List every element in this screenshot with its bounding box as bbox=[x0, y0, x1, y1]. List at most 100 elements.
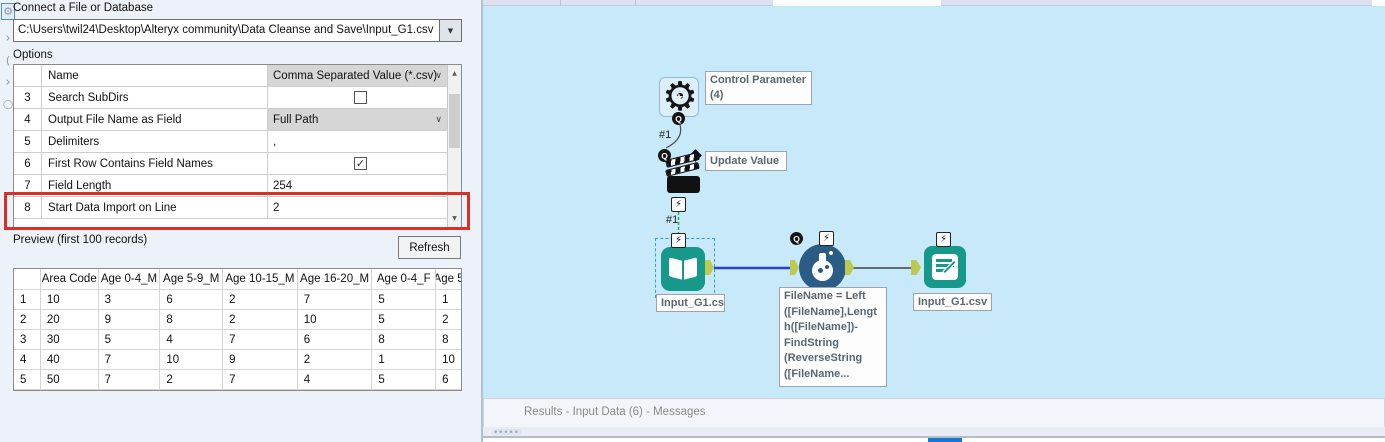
preview-cell: 5 bbox=[372, 290, 437, 309]
tab-divider bbox=[560, 0, 561, 6]
control-parameter-annotation[interactable]: Control Parameter (4) bbox=[705, 71, 812, 105]
workflow-tab-strip[interactable] bbox=[483, 0, 1385, 6]
preview-cell: 8 bbox=[372, 330, 437, 349]
panel-divider[interactable] bbox=[481, 0, 483, 442]
option-row-field-length[interactable]: 7 Field Length 254 bbox=[14, 175, 448, 197]
star-icon: ★ bbox=[674, 91, 684, 104]
output-anchor[interactable] bbox=[705, 260, 714, 275]
preview-cell: 9 bbox=[99, 310, 161, 329]
option-row-search-subdirs[interactable]: 3 Search SubDirs bbox=[14, 87, 448, 109]
preview-cell: 7 bbox=[298, 290, 373, 309]
preview-cell: 9 bbox=[223, 350, 298, 369]
preview-table: Area Code Age 0-4_M Age 5-9_M Age 10-15_… bbox=[13, 268, 462, 391]
option-row-number: 7 bbox=[14, 175, 42, 196]
results-panel-header[interactable]: Results - Input Data (6) - Messages bbox=[483, 398, 1385, 427]
preview-cell: 2 bbox=[223, 290, 298, 309]
q-anchor-icon[interactable]: Q bbox=[790, 232, 803, 245]
preview-cell: 6 bbox=[442, 373, 449, 386]
results-toolbar-blue-item[interactable] bbox=[928, 438, 962, 442]
lightning-anchor-icon[interactable]: ⚡ bbox=[671, 233, 686, 248]
preview-header-row: Area Code Age 0-4_M Age 5-9_M Age 10-15_… bbox=[14, 269, 461, 290]
tab-divider bbox=[635, 0, 636, 6]
file-format-dropdown[interactable]: Comma Separated Value (*.csv) ∨ bbox=[268, 65, 448, 86]
tab-segment[interactable] bbox=[1372, 0, 1385, 6]
preview-cell: 7 bbox=[99, 350, 161, 369]
q-anchor-icon[interactable]: Q bbox=[672, 112, 685, 125]
preview-header-cell: Age 0-4_F bbox=[372, 269, 437, 289]
check-icon: ✓ bbox=[355, 157, 366, 170]
preview-cell: 8 bbox=[160, 310, 224, 329]
preview-cell: 3 bbox=[14, 330, 41, 349]
preview-cell: 40 bbox=[41, 350, 99, 369]
preview-cell: 2 bbox=[14, 310, 41, 329]
connection-number-label: #1 bbox=[666, 214, 679, 226]
panel-circle-icon[interactable]: ◯ bbox=[2, 99, 14, 110]
output-data-tool[interactable] bbox=[924, 246, 966, 288]
active-tab-segment[interactable] bbox=[773, 0, 941, 6]
output-filename-dropdown[interactable]: Full Path ∨ bbox=[268, 109, 448, 130]
panel-chevron-icon[interactable]: › bbox=[5, 31, 11, 46]
preview-cell: 5 bbox=[372, 370, 437, 389]
preview-cell: 10 bbox=[41, 290, 99, 309]
option-name: Start Data Import on Line bbox=[42, 197, 268, 218]
input-anchor[interactable] bbox=[911, 260, 921, 275]
preview-header-cell: Age 16-20_M bbox=[298, 269, 373, 289]
option-row-start-import-line[interactable]: 8 Start Data Import on Line 2 bbox=[14, 197, 448, 219]
preview-cell: 6 bbox=[160, 290, 224, 309]
preview-label: Preview (first 100 records) bbox=[13, 234, 148, 246]
preview-cell: 1 bbox=[372, 350, 437, 369]
lightning-anchor-icon[interactable]: ⚡ bbox=[671, 197, 686, 212]
control-parameter-tool[interactable]: ⚙ ★ bbox=[659, 74, 699, 120]
preview-cell: 2 bbox=[442, 313, 449, 326]
lightning-anchor-icon[interactable]: ⚡ bbox=[936, 232, 951, 247]
scrollbar-thumb[interactable] bbox=[449, 94, 460, 148]
preview-cell: 1 bbox=[442, 293, 449, 306]
option-name: First Row Contains Field Names bbox=[42, 153, 268, 174]
option-row-name[interactable]: Name Comma Separated Value (*.csv) ∨ bbox=[14, 65, 448, 87]
chevron-down-icon: ∨ bbox=[435, 70, 442, 81]
file-path-dropdown-button[interactable]: ▼ bbox=[439, 19, 462, 42]
scroll-up-icon[interactable]: ▲ bbox=[452, 69, 457, 77]
input-data-tool[interactable] bbox=[661, 247, 705, 291]
workflow-canvas[interactable] bbox=[483, 0, 1385, 398]
preview-header-cell: Age 5 bbox=[436, 273, 461, 285]
preview-cell: 10 bbox=[298, 310, 373, 329]
search-subdirs-checkbox[interactable] bbox=[354, 91, 367, 104]
preview-cell: 5 bbox=[99, 330, 161, 349]
update-value-tool[interactable] bbox=[665, 149, 704, 195]
refresh-button[interactable]: Refresh bbox=[398, 236, 461, 259]
q-anchor-icon[interactable]: Q bbox=[658, 149, 671, 162]
formula-tool[interactable] bbox=[799, 244, 846, 291]
option-name: Field Length bbox=[42, 175, 268, 196]
panel-chevron-icon[interactable]: › bbox=[5, 75, 11, 90]
preview-cell: 10 bbox=[160, 350, 224, 369]
option-row-first-row-names[interactable]: 6 First Row Contains Field Names ✓ bbox=[14, 153, 448, 175]
input-tool-annotation[interactable]: Input_G1.csv bbox=[656, 294, 725, 312]
preview-row: 3 30 5 4 7 6 8 8 bbox=[14, 330, 461, 350]
output-anchor[interactable] bbox=[845, 260, 854, 275]
preview-row: 2 20 9 8 2 10 5 2 bbox=[14, 310, 461, 330]
scroll-down-icon[interactable]: ▼ bbox=[452, 214, 457, 222]
option-row-output-filename[interactable]: 4 Output File Name as Field Full Path ∨ bbox=[14, 109, 448, 131]
delimiters-value[interactable]: , bbox=[273, 135, 277, 148]
open-book-icon bbox=[669, 257, 682, 280]
input-anchor[interactable] bbox=[790, 260, 799, 275]
preview-cell: 7 bbox=[223, 330, 298, 349]
first-row-names-checkbox[interactable]: ✓ bbox=[354, 157, 367, 170]
field-length-value[interactable]: 254 bbox=[273, 179, 293, 192]
drag-handle[interactable]: ••••• bbox=[492, 427, 522, 436]
option-row-number: 8 bbox=[14, 197, 42, 218]
preview-cell: 5 bbox=[14, 370, 41, 389]
results-substrip bbox=[483, 427, 1385, 436]
preview-row: 1 10 3 6 2 7 5 1 bbox=[14, 290, 461, 310]
option-row-delimiters[interactable]: 5 Delimiters , bbox=[14, 131, 448, 153]
panel-arc-icon[interactable]: ( bbox=[5, 54, 11, 67]
configuration-gear-icon[interactable]: ⚙ bbox=[1, 3, 15, 20]
file-path-input[interactable]: C:\Users\twil24\Desktop\Alteryx communit… bbox=[13, 19, 440, 42]
lightning-anchor-icon[interactable]: ⚡ bbox=[819, 231, 834, 246]
formula-annotation[interactable]: FileName = Left ([FileName],Lengt h([Fil… bbox=[779, 287, 887, 387]
update-value-annotation[interactable]: Update Value bbox=[705, 151, 787, 171]
options-scrollbar[interactable]: ▲ ▼ bbox=[447, 65, 461, 228]
output-tool-annotation[interactable]: Input_G1.csv bbox=[913, 293, 992, 311]
start-import-line-value[interactable]: 2 bbox=[273, 201, 280, 214]
